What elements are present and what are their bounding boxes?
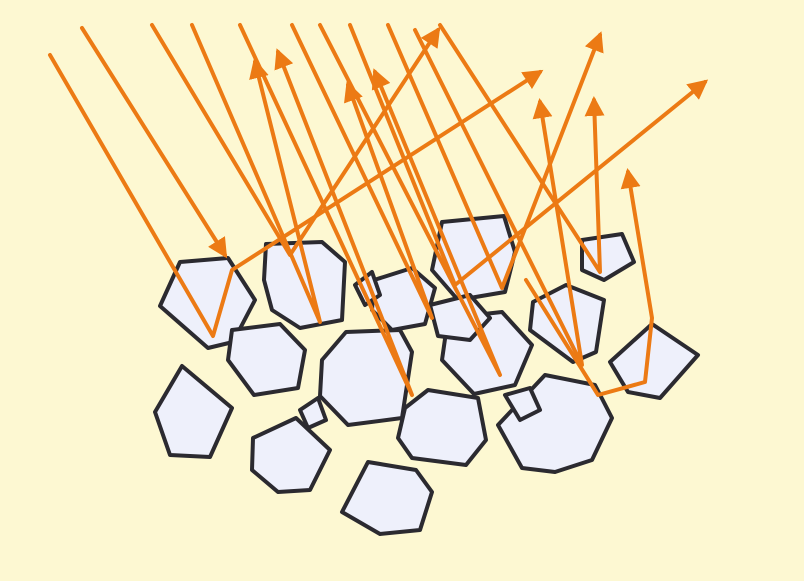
grain-7 (320, 330, 412, 425)
grain-13 (398, 390, 486, 465)
